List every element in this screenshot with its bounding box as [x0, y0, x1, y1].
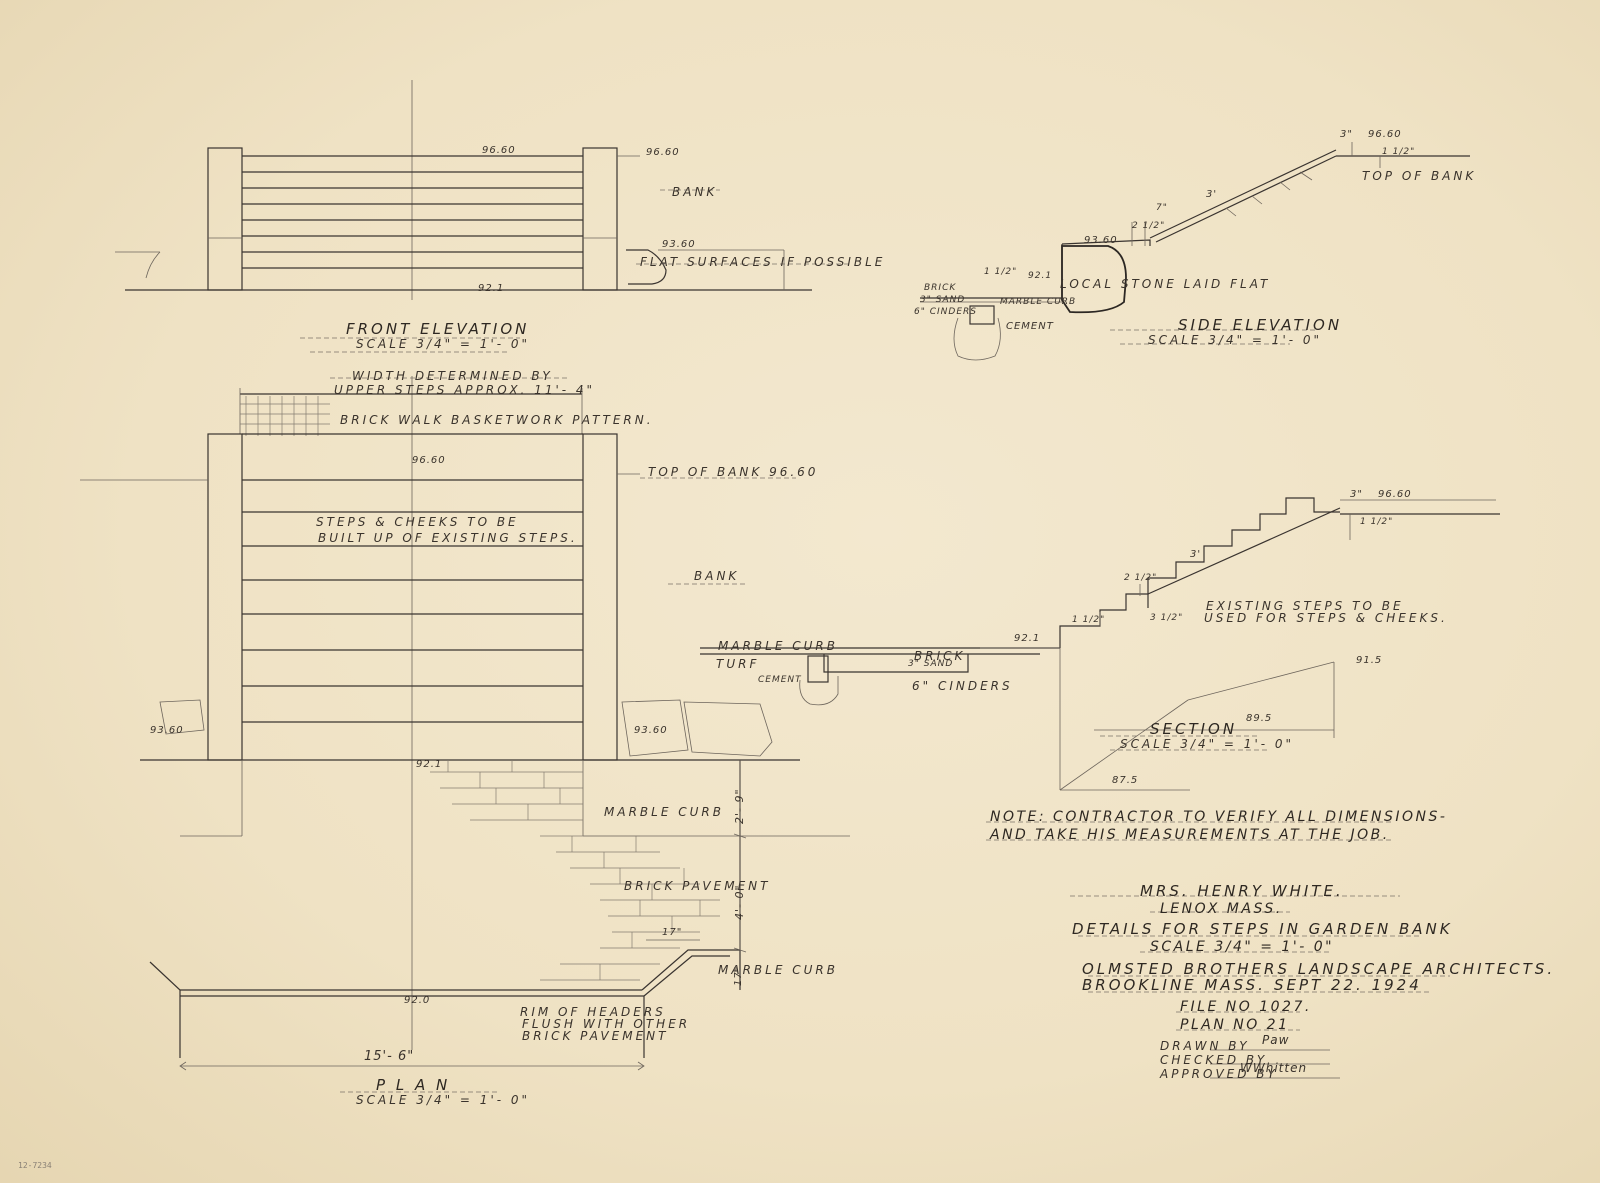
plan-elev-right: 93.60 — [634, 725, 668, 736]
title-drawn-initials: Paw — [1262, 1033, 1290, 1047]
section-elev-89: 89.5 — [1246, 713, 1273, 724]
side-dim-2-half: 2 1/2" — [1132, 221, 1166, 231]
title-approved-by: APPROVED BY — [1160, 1067, 1278, 1081]
side-brick: BRICK — [924, 283, 957, 293]
section-elev-top: 96.60 — [1378, 489, 1412, 500]
title-plan-no: PLAN NO 21 — [1180, 1017, 1290, 1033]
title-scale: SCALE 3/4" = 1'- 0" — [1150, 939, 1335, 955]
plan-dim-17: 17" — [662, 927, 683, 938]
title-location: LENOX MASS. — [1160, 901, 1283, 917]
title-drawn-by: DRAWN BY — [1160, 1039, 1250, 1053]
plan-top-of-bank: TOP OF BANK 96.60 — [648, 465, 819, 479]
plan-rim-note-3: BRICK PAVEMENT — [522, 1029, 669, 1043]
plan-brick-pavement: BRICK PAVEMENT — [624, 879, 771, 893]
front-elev-top: 96.60 — [482, 145, 516, 156]
front-elev-bottom: 92.1 — [478, 283, 505, 294]
front-elev-right: 96.60 — [646, 147, 680, 158]
title-approved-signature: WWhitten — [1240, 1061, 1308, 1075]
side-dim-1-half: 1 1/2" — [1382, 147, 1416, 157]
section-dim-3-half: 3 1/2" — [1150, 613, 1184, 623]
title-subject: DETAILS FOR STEPS IN GARDEN BANK — [1072, 920, 1453, 938]
section-elev-walk: 92.1 — [1014, 633, 1041, 644]
plan-rim-note-1: RIM OF HEADERS — [520, 1005, 666, 1019]
section-brick: BRICK — [914, 649, 966, 663]
title-firm-location: BROOKLINE MASS. — [1082, 976, 1266, 994]
plan-elev-top: 96.60 — [412, 455, 446, 466]
plan-width-note-1: WIDTH DETERMINED BY — [352, 369, 553, 383]
section-elev-91: 91.5 — [1356, 655, 1383, 666]
section-caption: SECTION — [1150, 720, 1238, 738]
side-elevation-caption: SIDE ELEVATION — [1178, 316, 1343, 334]
margin-mark: 12-7234 — [18, 1161, 52, 1170]
section-scale: SCALE 3/4" = 1'- 0" — [1120, 737, 1295, 751]
section-elev-87: 87.5 — [1112, 775, 1139, 786]
section-existing-note-1: EXISTING STEPS TO BE — [1206, 599, 1404, 613]
side-dim-3-tread: 3' — [1206, 189, 1218, 200]
plan-width-note-2: UPPER STEPS APPROX. 11'- 4" — [334, 383, 596, 397]
side-marble-curb: MARBLE CURB — [1000, 297, 1077, 307]
plan-steps-note-1: STEPS & CHEEKS TO BE — [316, 515, 519, 529]
plan-brick-pattern: BRICK WALK BASKETWORK PATTERN. — [340, 413, 654, 427]
side-elevation-scale: SCALE 3/4" = 1'- 0" — [1148, 333, 1323, 347]
plan-overall-width: 15'- 6" — [364, 1049, 415, 1064]
side-elev-cheek: 93.60 — [1084, 235, 1118, 246]
plan-bank-label: BANK — [694, 569, 740, 583]
plan-elev-left: 93.60 — [150, 725, 184, 736]
front-flat-note: FLAT SURFACES IF POSSIBLE — [640, 255, 886, 269]
plan-elev-curb: 92.0 — [404, 995, 431, 1006]
front-elevation-lines — [115, 80, 852, 353]
section-dim-3: 3" — [1350, 489, 1363, 500]
note-line-1: NOTE: CONTRACTOR TO VERIFY ALL DIMENSION… — [990, 809, 1448, 825]
section-turf: TURF — [716, 657, 760, 671]
plan-dim-4-0: 4'- 0" — [733, 884, 746, 920]
section-lines — [700, 497, 1500, 841]
section-cement: CEMENT — [758, 675, 802, 685]
side-elevation-lines — [920, 142, 1470, 361]
plan-scale: SCALE 3/4" = 1'- 0" — [356, 1093, 531, 1107]
front-elevation-caption: FRONT ELEVATION — [346, 320, 530, 338]
side-dim-3: 3" — [1340, 129, 1353, 140]
side-elev-top: 96.60 — [1368, 129, 1402, 140]
plan-lines — [80, 376, 850, 1093]
side-cement: CEMENT — [1006, 321, 1054, 332]
side-stone-note: LOCAL STONE LAID FLAT — [1060, 277, 1271, 291]
section-dim-2-half: 2 1/2" — [1124, 573, 1158, 583]
side-cinders: 6" CINDERS — [914, 307, 977, 317]
section-dim-1-half: 1 1/2" — [1360, 517, 1394, 527]
title-checked-by: CHECKED BY — [1160, 1053, 1268, 1067]
title-client: MRS. HENRY WHITE. — [1140, 882, 1344, 900]
section-marble-curb: MARBLE CURB — [718, 639, 838, 653]
title-firm: OLMSTED BROTHERS LANDSCAPE ARCHITECTS. — [1082, 960, 1556, 978]
side-dim-1-half-curb: 1 1/2" — [984, 267, 1018, 277]
section-sand: 3" SAND — [908, 659, 954, 669]
section-dim-3-tread: 3' — [1190, 549, 1202, 560]
plan-caption: P L A N — [376, 1076, 451, 1094]
plan-rim-note-2: FLUSH WITH OTHER — [522, 1017, 691, 1031]
plan-elev-walk: 92.1 — [416, 759, 443, 770]
section-existing-note-2: USED FOR STEPS & CHEEKS. — [1204, 611, 1448, 625]
title-block-lines — [1070, 895, 1450, 1079]
plan-steps-note-2: BUILT UP OF EXISTING STEPS. — [318, 531, 578, 545]
side-dim-7: 7" — [1156, 203, 1168, 213]
side-elev-walk: 92.1 — [1028, 271, 1053, 281]
note-line-2: AND TAKE HIS MEASUREMENTS AT THE JOB. — [990, 827, 1390, 843]
front-bank-label: BANK — [672, 185, 718, 199]
section-cinders: 6" CINDERS — [912, 679, 1013, 693]
plan-dim-2-9: 2'- 9" — [733, 788, 746, 824]
front-elevation-scale: SCALE 3/4" = 1'- 0" — [356, 337, 531, 351]
title-date: SEPT 22. 1924 — [1274, 976, 1422, 994]
section-dim-1-half-b: 1 1/2" — [1072, 615, 1106, 625]
side-top-of-bank: TOP OF BANK — [1362, 169, 1477, 183]
side-sand: 3" SAND — [920, 295, 966, 305]
title-file: FILE NO 1027. — [1180, 999, 1312, 1015]
plan-marble-curb-2: MARBLE CURB — [718, 963, 838, 977]
front-elev-bank-step: 93.60 — [662, 239, 696, 250]
plan-marble-curb: MARBLE CURB — [604, 805, 724, 819]
